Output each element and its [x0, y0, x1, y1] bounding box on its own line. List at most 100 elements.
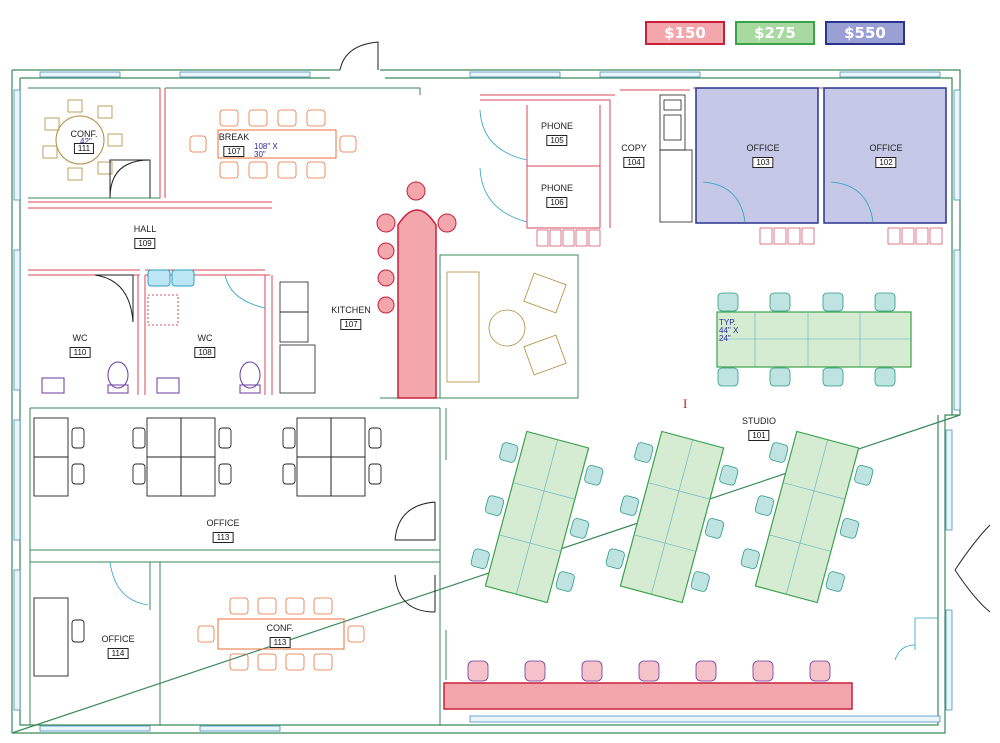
chair-icon	[605, 548, 625, 570]
chair-icon	[368, 427, 382, 449]
chair-icon	[569, 518, 590, 539]
chair-icon	[277, 109, 297, 127]
chair-icon	[470, 548, 490, 570]
conf-111-chairs	[42, 99, 123, 181]
chair-icon	[347, 625, 365, 643]
room-name-wc-110: WC	[72, 333, 88, 343]
chair-icon	[555, 571, 575, 592]
chair-icon	[769, 442, 789, 463]
shower	[147, 294, 179, 326]
chair-icon	[71, 463, 85, 485]
chair-icon	[229, 597, 249, 615]
legend-550[interactable]: $550	[825, 21, 905, 45]
chair-icon	[717, 367, 739, 387]
room-name-hall: HALL	[133, 224, 157, 234]
stools	[376, 181, 457, 314]
chair-icon	[874, 367, 896, 387]
break-table-size: 108" X 30"	[254, 142, 278, 159]
chair-icon	[634, 442, 654, 463]
chair-icon	[132, 463, 146, 485]
thin-doors	[109, 109, 938, 661]
room-name-kitchen: KITCHEN	[331, 305, 371, 315]
chair-icon	[339, 135, 357, 153]
bench-counter[interactable]	[443, 682, 853, 710]
studio-chairs	[717, 292, 896, 387]
studio-table[interactable]	[736, 426, 878, 607]
room-name-conf-113: CONF.	[266, 623, 294, 633]
chair-icon	[695, 660, 717, 682]
chair-icon	[467, 660, 489, 682]
studio-table-long[interactable]	[716, 311, 912, 368]
office-102-area[interactable]	[823, 87, 947, 224]
room-number-kitchen: 107	[340, 319, 362, 330]
chair-icon	[839, 518, 860, 539]
room-name-studio: STUDIO	[741, 416, 777, 426]
chair-icon	[769, 292, 791, 312]
chair-icon	[71, 427, 85, 449]
chair-icon	[752, 660, 774, 682]
chair-icon	[754, 495, 775, 516]
chair-icon	[71, 619, 85, 643]
chair-icon	[197, 625, 215, 643]
chair-icon	[132, 427, 146, 449]
doors	[94, 41, 991, 613]
chair-icon	[189, 135, 207, 153]
copier	[659, 94, 693, 223]
room-name-break: BREAK	[218, 132, 250, 142]
desk[interactable]	[33, 597, 69, 677]
wc-fixtures	[41, 361, 261, 394]
chair-icon	[581, 660, 603, 682]
chair-icon	[484, 495, 505, 516]
chair-icon	[822, 367, 844, 387]
legend-275[interactable]: $275	[735, 21, 815, 45]
chair-icon	[218, 463, 232, 485]
room-number-hall: 109	[134, 238, 156, 249]
chair-icon	[825, 571, 845, 592]
bench-chairs	[467, 660, 831, 682]
chair-icon	[854, 464, 874, 486]
room-name-office-102: OFFICE	[869, 143, 903, 153]
chair-icon	[584, 464, 604, 486]
chair-icon	[717, 292, 739, 312]
chair-icon	[690, 571, 710, 592]
chair-icon	[704, 518, 725, 539]
blinds	[536, 227, 943, 247]
chair-icon	[619, 495, 640, 516]
break-table	[217, 129, 337, 159]
break-chairs	[189, 109, 357, 179]
office-103-area[interactable]	[695, 87, 819, 224]
room-number-office-102: 102	[875, 157, 897, 168]
studio-table[interactable]	[601, 426, 743, 607]
room-number-wc-108: 108	[194, 347, 216, 358]
chair-icon	[809, 660, 831, 682]
chair-icon	[257, 597, 277, 615]
chair-icon	[822, 292, 844, 312]
chair-icon	[740, 548, 760, 570]
room-number-conf-111: 111	[73, 143, 95, 154]
chair-icon	[285, 653, 305, 671]
chair-icon	[524, 660, 546, 682]
chair-icon	[248, 161, 268, 179]
chair-icon	[769, 367, 791, 387]
chair-icon	[248, 109, 268, 127]
outer-walls	[11, 69, 961, 734]
chair-icon	[874, 292, 896, 312]
chair-icon	[229, 653, 249, 671]
chair-icon	[257, 653, 277, 671]
conf-111-table	[55, 115, 105, 165]
room-name-office-103: OFFICE	[746, 143, 780, 153]
room-number-copy: 104	[623, 157, 645, 168]
chair-icon	[313, 653, 333, 671]
kitchen-counter[interactable]	[397, 209, 437, 399]
chair-icon	[719, 464, 739, 486]
room-number-break: 107	[223, 146, 245, 157]
conf-113-table	[217, 618, 345, 650]
legend-150[interactable]: $150	[645, 21, 725, 45]
chair-icon	[638, 660, 660, 682]
studio-table[interactable]	[466, 426, 608, 607]
room-number-phone-106: 106	[546, 197, 568, 208]
room-number-office-113: 113	[212, 532, 234, 543]
room-name-wc-108: WC	[197, 333, 213, 343]
chair-icon	[218, 427, 232, 449]
room-name-office-113: OFFICE	[206, 518, 240, 528]
